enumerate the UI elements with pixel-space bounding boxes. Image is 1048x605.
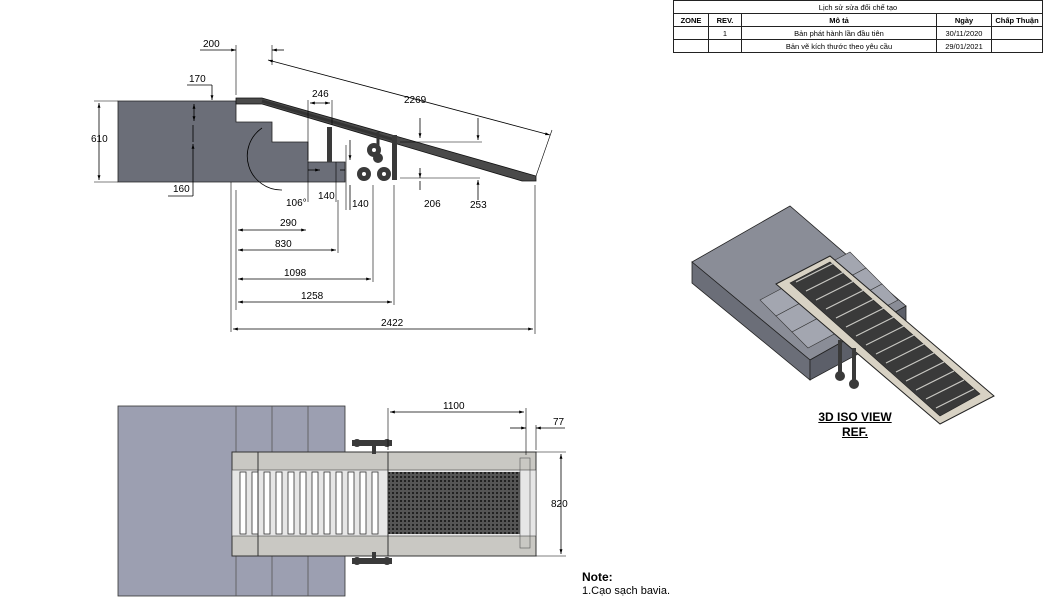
dim-170: 170 [189, 74, 206, 85]
dim-1098: 1098 [284, 268, 307, 279]
caster-wheels-top [352, 439, 392, 565]
cell-date: 29/01/2021 [936, 39, 992, 53]
dim-246: 246 [312, 89, 329, 100]
table-row: Bản vẽ kích thước theo yêu cầu 29/01/202… [673, 39, 1043, 53]
support-leg [327, 127, 332, 162]
ramp-mesh [388, 472, 520, 534]
caster-wheels [357, 132, 391, 181]
dim-1258: 1258 [301, 291, 324, 302]
dim-160: 160 [173, 184, 190, 195]
iso-label-line2: REF. [841, 425, 868, 439]
dim-1100: 1100 [443, 401, 465, 412]
dim-206: 206 [424, 199, 441, 210]
dim-830: 830 [275, 239, 292, 250]
support-leg [392, 135, 397, 180]
dim-2422: 2422 [381, 318, 404, 329]
dim-820: 820 [551, 499, 568, 510]
dim-77: 77 [553, 417, 565, 428]
side-view: 200 170 610 160 246 2269 106° 140 [91, 39, 553, 334]
iso-label-line1: 3D ISO VIEW [818, 410, 892, 424]
dim-610: 610 [91, 134, 108, 145]
cell-approval [991, 39, 1043, 53]
note-title: Note: [582, 570, 613, 584]
dim-106-degrees: 106° [286, 198, 307, 209]
dim-2269: 2269 [404, 95, 427, 106]
dim-253: 253 [470, 200, 487, 211]
revision-table: Lịch sử sửa đổi chế tạo ZONE REV. Mô tả … [673, 0, 1043, 53]
iso-view [691, 205, 995, 425]
iso-view-label: 3D ISO VIEW REF. [800, 410, 910, 440]
note-block: Note: 1.Cạo sạch bavia. [582, 570, 670, 598]
top-view: 1100 77 820 [117, 401, 568, 597]
dim-140-b: 140 [352, 199, 369, 210]
dim-200: 200 [203, 39, 220, 50]
dim-140-a: 140 [318, 191, 335, 202]
dim-290: 290 [280, 218, 297, 229]
ramp-slats [239, 471, 379, 535]
note-line: 1.Cạo sạch bavia. [582, 585, 671, 597]
